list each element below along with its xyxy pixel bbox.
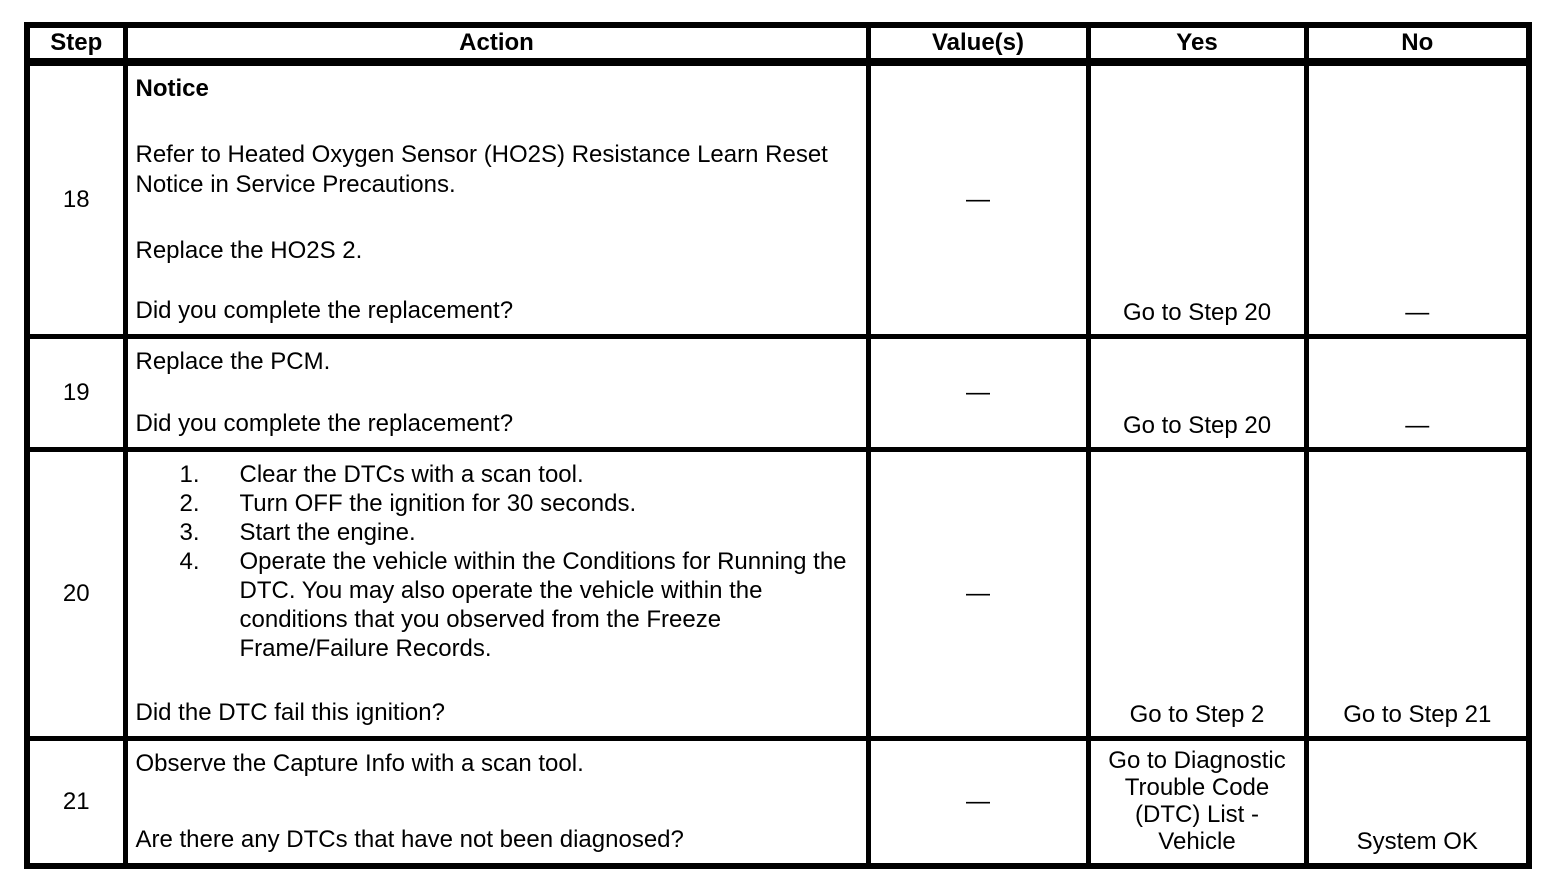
yes-instruction: Go to Step 20 bbox=[1122, 299, 1272, 326]
list-item-text: Clear the DTCs with a scan tool. bbox=[239, 461, 584, 488]
step-number-cell: 20 bbox=[24, 447, 128, 741]
question-text: Are there any DTCs that have not been di… bbox=[135, 826, 684, 853]
table-row-step-19: 19 Replace the PCM. Did you complete the… bbox=[24, 334, 1532, 452]
value-dash: — bbox=[966, 379, 990, 406]
table-row-step-18: 18 Notice Refer to Heated Oxygen Sensor … bbox=[24, 59, 1532, 339]
action-paragraph: Refer to Heated Oxygen Sensor (HO2S) Res… bbox=[135, 141, 828, 198]
list-item-text: Start the engine. bbox=[239, 519, 416, 546]
col-header-step: Step bbox=[24, 22, 128, 66]
values-cell: — bbox=[865, 736, 1091, 869]
no-instruction: — bbox=[1405, 299, 1430, 326]
action-paragraph: Replace the PCM. bbox=[135, 348, 331, 375]
list-item-number: 4. bbox=[179, 548, 200, 575]
yes-instruction: Go to Diagnostic Trouble Code (DTC) List… bbox=[1108, 747, 1286, 855]
value-dash: — bbox=[966, 186, 990, 213]
numbered-list: 1. Clear the DTCs with a scan tool. 2. T… bbox=[180, 460, 858, 663]
header-row: Step Action Value(s) Yes No bbox=[24, 22, 1532, 66]
action-paragraph: Observe the Capture Info with a scan too… bbox=[135, 750, 584, 777]
yes-cell: Go to Step 20 bbox=[1085, 59, 1309, 339]
list-item-number: 3. bbox=[179, 519, 200, 546]
step-number-cell: 21 bbox=[24, 736, 128, 869]
col-header-yes: Yes bbox=[1085, 22, 1309, 66]
notice-heading: Notice bbox=[135, 75, 209, 102]
list-item-text: Turn OFF the ignition for 30 seconds. bbox=[239, 490, 637, 517]
question-text: Did the DTC fail this ignition? bbox=[135, 699, 445, 726]
action-cell: Notice Refer to Heated Oxygen Sensor (HO… bbox=[122, 59, 871, 339]
action-cell: Observe the Capture Info with a scan too… bbox=[122, 736, 871, 869]
value-dash: — bbox=[966, 788, 990, 815]
yes-instruction: Go to Step 20 bbox=[1122, 412, 1272, 439]
values-cell: — bbox=[865, 59, 1091, 339]
no-instruction: — bbox=[1405, 412, 1430, 439]
list-item: 2. Turn OFF the ignition for 30 seconds. bbox=[180, 489, 858, 518]
list-item: 1. Clear the DTCs with a scan tool. bbox=[180, 460, 858, 489]
question-text: Did you complete the replacement? bbox=[135, 297, 514, 324]
col-header-no: No bbox=[1303, 22, 1532, 66]
question-text: Did you complete the replacement? bbox=[135, 410, 514, 437]
value-dash: — bbox=[966, 580, 990, 607]
values-cell: — bbox=[865, 447, 1091, 741]
action-cell: Replace the PCM. Did you complete the re… bbox=[122, 334, 871, 452]
step-number-cell: 19 bbox=[24, 334, 128, 452]
yes-instruction: Go to Step 2 bbox=[1129, 701, 1265, 728]
yes-cell: Go to Step 20 bbox=[1085, 334, 1309, 452]
no-cell: Go to Step 21 bbox=[1303, 447, 1532, 741]
list-item: 4. Operate the vehicle within the Condit… bbox=[180, 547, 858, 663]
list-item-text: Operate the vehicle within the Condition… bbox=[239, 548, 847, 662]
list-item: 3. Start the engine. bbox=[180, 518, 858, 547]
no-cell: — bbox=[1303, 59, 1532, 339]
action-cell: 1. Clear the DTCs with a scan tool. 2. T… bbox=[122, 447, 871, 741]
no-instruction: Go to Step 21 bbox=[1343, 701, 1492, 728]
list-item-number: 1. bbox=[179, 461, 200, 488]
no-cell: — bbox=[1303, 334, 1532, 452]
no-cell: System OK bbox=[1303, 736, 1532, 869]
diagnostic-table: Step Action Value(s) Yes No 18 Notice Re… bbox=[24, 22, 1532, 869]
yes-cell: Go to Step 2 bbox=[1085, 447, 1309, 741]
action-paragraph: Replace the HO2S 2. bbox=[135, 237, 363, 264]
table-row-step-20: 20 1. Clear the DTCs with a scan tool. 2… bbox=[24, 447, 1532, 741]
table-row-step-21: 21 Observe the Capture Info with a scan … bbox=[24, 736, 1532, 869]
col-header-values: Value(s) bbox=[865, 22, 1091, 66]
values-cell: — bbox=[865, 334, 1091, 452]
col-header-action: Action bbox=[122, 22, 871, 66]
list-item-number: 2. bbox=[179, 490, 200, 517]
no-instruction: System OK bbox=[1356, 828, 1478, 855]
step-number-cell: 18 bbox=[24, 59, 128, 339]
yes-cell: Go to Diagnostic Trouble Code (DTC) List… bbox=[1085, 736, 1309, 869]
